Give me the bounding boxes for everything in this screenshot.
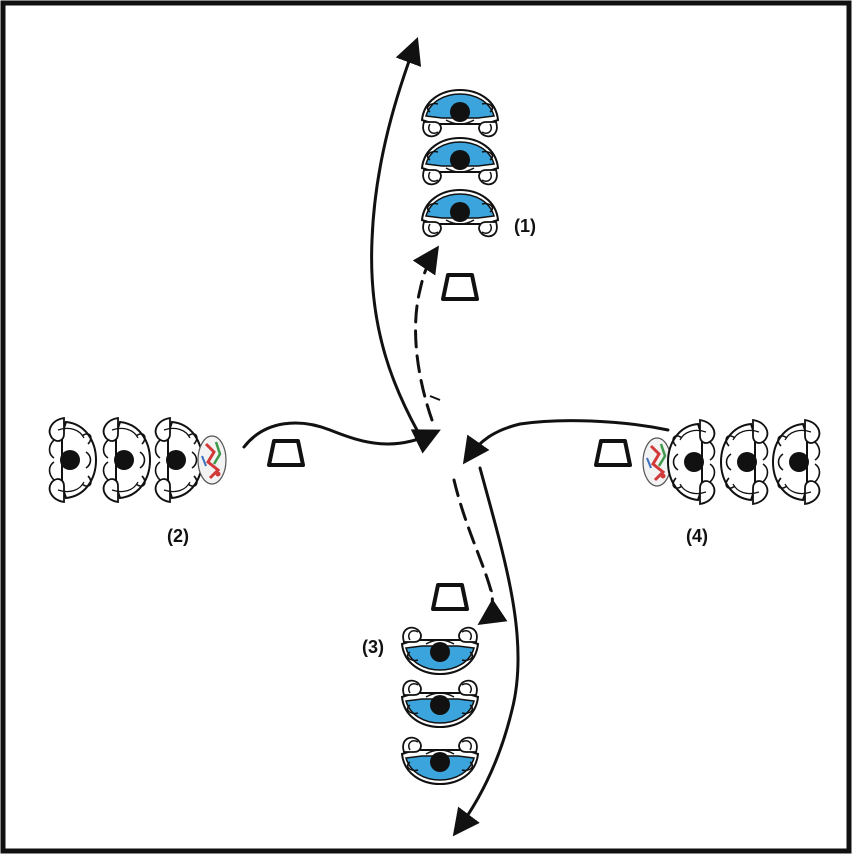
run-path-arrow [462,419,670,465]
pass-path-arrow [412,245,439,422]
run-path-arrow [242,421,441,454]
run-path-arrow [452,466,520,837]
cone-icon [441,273,479,301]
group-3-players [401,626,479,785]
mark [429,395,441,401]
ball-icon [641,436,673,488]
group-2-label: (2) [167,526,189,546]
mark [487,579,493,593]
cone-icon [594,439,632,467]
group-3-label: (3) [362,637,384,657]
group-1-players [421,89,499,238]
cone-icon [267,439,305,467]
cone-icon [431,583,469,611]
group-4-label: (4) [686,526,708,546]
group-1-label: (1) [514,216,536,236]
ball-icon [196,434,228,486]
run-path-arrow [370,36,422,434]
